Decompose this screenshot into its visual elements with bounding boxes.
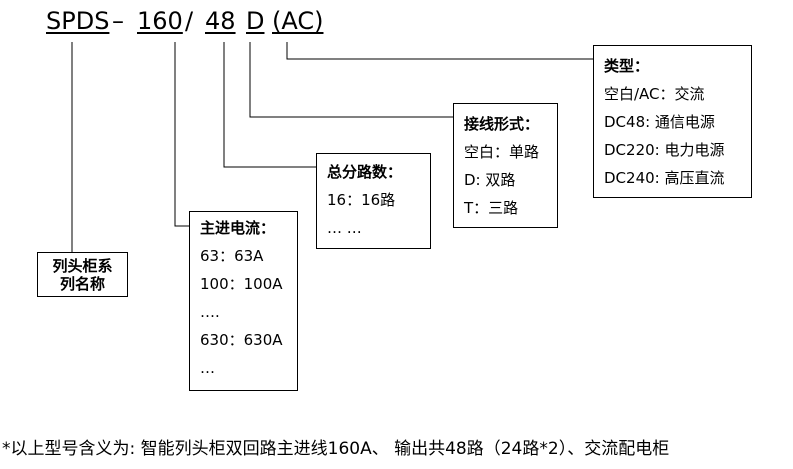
connector-type xyxy=(286,42,593,60)
footnote: *以上型号含义为: 智能列头柜双回路主进线160A、 输出共48路（24路*2）… xyxy=(2,439,670,459)
code-current: 160 xyxy=(137,7,183,35)
wiring-title: 接线形式： xyxy=(464,115,540,133)
main-current-title: 主进电流： xyxy=(200,219,276,237)
code-type-letter: D xyxy=(246,7,265,35)
type-item: DC220: 电力电源 xyxy=(604,141,725,159)
main-current-item: … xyxy=(200,359,215,377)
type-item: DC48: 通信电源 xyxy=(604,113,715,131)
total-circuits-item: 16：16路 xyxy=(327,191,396,209)
main-current-item: …. xyxy=(200,303,220,321)
main-current-box: 主进电流： 63：63A 100：100A …. 630：630A … xyxy=(189,211,298,391)
type-item: DC240: 高压直流 xyxy=(604,169,725,187)
total-circuits-item: … … xyxy=(327,219,362,237)
type-item: 空白/AC：交流 xyxy=(604,85,705,103)
type-box: 类型： 空白/AC：交流 DC48: 通信电源 DC220: 电力电源 DC24… xyxy=(593,45,752,198)
code-prefix: SPDS xyxy=(46,7,110,35)
series-name-line1: 列头柜系 xyxy=(52,256,113,275)
type-title: 类型： xyxy=(604,57,650,75)
connector-total-circuits xyxy=(223,42,316,168)
connector-wiring xyxy=(249,42,453,118)
main-current-item: 63：63A xyxy=(200,247,264,265)
total-circuits-box: 总分路数： 16：16路 … … xyxy=(316,153,431,249)
code-slash: / xyxy=(185,7,194,35)
code-separator: – xyxy=(112,7,124,35)
series-name-line2: 列名称 xyxy=(59,274,105,293)
main-current-item: 100：100A xyxy=(200,275,283,293)
main-current-item: 630：630A xyxy=(200,331,283,349)
wiring-item: T：三路 xyxy=(464,199,519,217)
total-circuits-title: 总分路数： xyxy=(327,163,403,181)
wiring-item: 空白：单路 xyxy=(464,143,540,161)
code-power: (AC) xyxy=(272,7,324,35)
series-name-box: 列头柜系 列名称 xyxy=(37,252,128,297)
connector-main-current xyxy=(174,42,189,227)
wiring-box: 接线形式： 空白：单路 D: 双路 T：三路 xyxy=(453,103,558,228)
wiring-item: D: 双路 xyxy=(464,171,516,189)
code-circuits: 48 xyxy=(205,7,236,35)
